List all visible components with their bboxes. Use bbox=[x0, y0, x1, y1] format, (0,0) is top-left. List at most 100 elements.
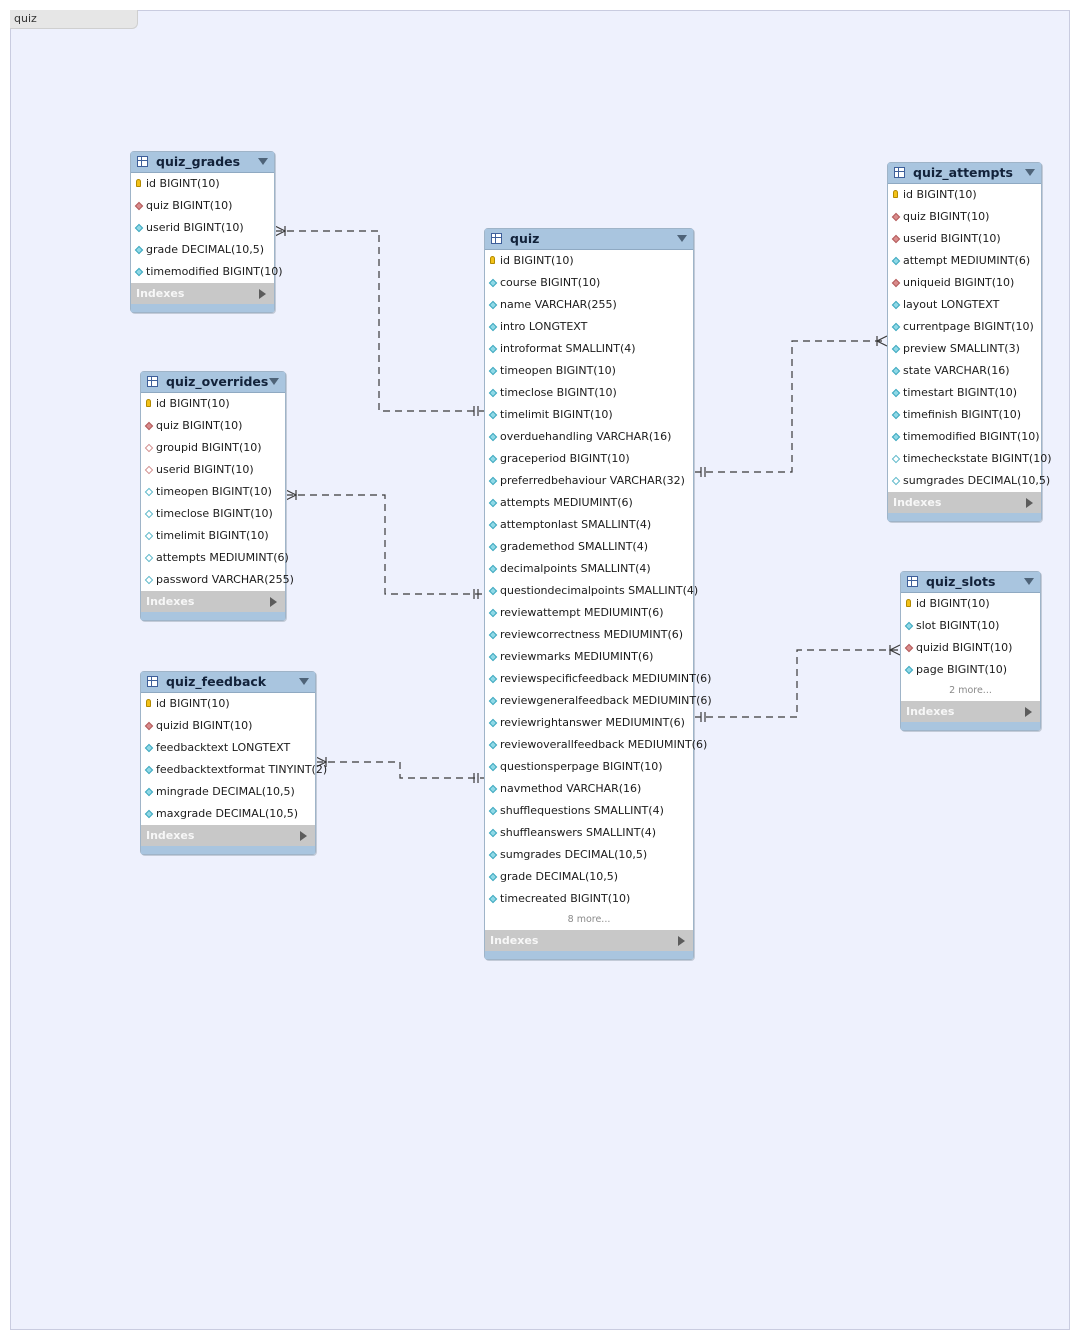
column-row[interactable]: feedbacktext LONGTEXT bbox=[141, 737, 315, 759]
collapse-caret-icon[interactable] bbox=[1024, 578, 1034, 585]
column-row[interactable]: course BIGINT(10) bbox=[485, 272, 693, 294]
column-row[interactable]: attempts MEDIUMINT(6) bbox=[141, 547, 289, 569]
column-row[interactable]: introformat SMALLINT(4) bbox=[485, 338, 693, 360]
column-row[interactable]: shuffleanswers SMALLINT(4) bbox=[485, 822, 693, 844]
column-row[interactable]: timeclose BIGINT(10) bbox=[141, 503, 285, 525]
table-header[interactable]: quiz_slots bbox=[901, 572, 1040, 593]
column-row[interactable]: timecreated BIGINT(10) bbox=[485, 888, 693, 910]
column-row[interactable]: attempt MEDIUMINT(6) bbox=[888, 250, 1041, 272]
column-row[interactable]: overduehandling VARCHAR(16) bbox=[485, 426, 693, 448]
column-row[interactable]: timeopen BIGINT(10) bbox=[485, 360, 693, 382]
column-row[interactable]: quiz BIGINT(10) bbox=[131, 195, 274, 217]
column-row[interactable]: reviewrightanswer MEDIUMINT(6) bbox=[485, 712, 693, 734]
column-row[interactable]: password VARCHAR(255) bbox=[141, 569, 294, 591]
column-row[interactable]: decimalpoints SMALLINT(4) bbox=[485, 558, 693, 580]
column-row[interactable]: attempts MEDIUMINT(6) bbox=[485, 492, 693, 514]
column-row[interactable]: reviewoverallfeedback MEDIUMINT(6) bbox=[485, 734, 707, 756]
expand-arrow-icon[interactable] bbox=[270, 597, 277, 607]
column-row[interactable]: preview SMALLINT(3) bbox=[888, 338, 1041, 360]
column-row[interactable]: intro LONGTEXT bbox=[485, 316, 693, 338]
table-header[interactable]: quiz_overrides bbox=[141, 372, 285, 393]
column-row[interactable]: grade DECIMAL(10,5) bbox=[131, 239, 274, 261]
column-row[interactable]: timeopen BIGINT(10) bbox=[141, 481, 285, 503]
column-row[interactable]: userid BIGINT(10) bbox=[141, 459, 285, 481]
collapse-caret-icon[interactable] bbox=[299, 678, 309, 685]
column-row[interactable]: maxgrade DECIMAL(10,5) bbox=[141, 803, 315, 825]
column-row[interactable]: reviewspecificfeedback MEDIUMINT(6) bbox=[485, 668, 711, 690]
column-row[interactable]: shufflequestions SMALLINT(4) bbox=[485, 800, 693, 822]
indexes-section[interactable]: Indexes bbox=[141, 591, 285, 612]
column-row[interactable]: uniqueid BIGINT(10) bbox=[888, 272, 1041, 294]
column-row[interactable]: sumgrades DECIMAL(10,5) bbox=[888, 470, 1050, 492]
column-row[interactable]: userid BIGINT(10) bbox=[888, 228, 1041, 250]
column-row[interactable]: id BIGINT(10) bbox=[901, 593, 1040, 615]
column-row[interactable]: currentpage BIGINT(10) bbox=[888, 316, 1041, 338]
column-row[interactable]: feedbacktextformat TINYINT(2) bbox=[141, 759, 327, 781]
collapse-caret-icon[interactable] bbox=[677, 235, 687, 242]
column-row[interactable]: timefinish BIGINT(10) bbox=[888, 404, 1041, 426]
column-row[interactable]: reviewgeneralfeedback MEDIUMINT(6) bbox=[485, 690, 712, 712]
expand-arrow-icon[interactable] bbox=[300, 831, 307, 841]
table-header[interactable]: quiz_feedback bbox=[141, 672, 315, 693]
expand-arrow-icon[interactable] bbox=[259, 289, 266, 299]
indexes-section[interactable]: Indexes bbox=[888, 492, 1041, 513]
column-row[interactable]: id BIGINT(10) bbox=[141, 693, 315, 715]
column-row[interactable]: id BIGINT(10) bbox=[141, 393, 285, 415]
table-header[interactable]: quiz bbox=[485, 229, 693, 250]
column-row[interactable]: reviewmarks MEDIUMINT(6) bbox=[485, 646, 693, 668]
column-row[interactable]: name VARCHAR(255) bbox=[485, 294, 693, 316]
column-row[interactable]: id BIGINT(10) bbox=[888, 184, 1041, 206]
column-row[interactable]: quiz BIGINT(10) bbox=[141, 415, 285, 437]
relationship-quiz_feedback-quiz[interactable] bbox=[315, 756, 484, 783]
column-row[interactable]: timemodified BIGINT(10) bbox=[131, 261, 283, 283]
indexes-section[interactable]: Indexes bbox=[485, 930, 693, 951]
column-row[interactable]: timelimit BIGINT(10) bbox=[141, 525, 285, 547]
expand-arrow-icon[interactable] bbox=[1026, 498, 1033, 508]
table-header[interactable]: quiz_grades bbox=[131, 152, 274, 173]
column-row[interactable]: quizid BIGINT(10) bbox=[901, 637, 1040, 659]
column-row[interactable]: mingrade DECIMAL(10,5) bbox=[141, 781, 315, 803]
column-row[interactable]: timemodified BIGINT(10) bbox=[888, 426, 1041, 448]
more-columns-link[interactable]: 2 more... bbox=[949, 685, 992, 696]
column-row[interactable]: reviewcorrectness MEDIUMINT(6) bbox=[485, 624, 693, 646]
column-row[interactable]: timestart BIGINT(10) bbox=[888, 382, 1041, 404]
relationship-quiz_overrides-quiz[interactable] bbox=[285, 489, 484, 599]
column-row[interactable]: layout LONGTEXT bbox=[888, 294, 1041, 316]
collapse-caret-icon[interactable] bbox=[258, 158, 268, 165]
column-row[interactable]: state VARCHAR(16) bbox=[888, 360, 1041, 382]
indexes-section[interactable]: Indexes bbox=[141, 825, 315, 846]
column-row[interactable]: graceperiod BIGINT(10) bbox=[485, 448, 693, 470]
column-row[interactable]: id BIGINT(10) bbox=[485, 250, 693, 272]
column-row[interactable]: preferredbehaviour VARCHAR(32) bbox=[485, 470, 693, 492]
expand-arrow-icon[interactable] bbox=[1025, 707, 1032, 717]
column-row[interactable]: groupid BIGINT(10) bbox=[141, 437, 285, 459]
column-row[interactable]: navmethod VARCHAR(16) bbox=[485, 778, 693, 800]
column-row[interactable]: sumgrades DECIMAL(10,5) bbox=[485, 844, 693, 866]
indexes-section[interactable]: Indexes bbox=[901, 701, 1040, 722]
expand-arrow-icon[interactable] bbox=[678, 936, 685, 946]
column-row[interactable]: reviewattempt MEDIUMINT(6) bbox=[485, 602, 693, 624]
column-row[interactable]: quiz BIGINT(10) bbox=[888, 206, 1041, 228]
column-row[interactable]: quizid BIGINT(10) bbox=[141, 715, 315, 737]
column-row[interactable]: page BIGINT(10) bbox=[901, 659, 1040, 681]
column-row[interactable]: timelimit BIGINT(10) bbox=[485, 404, 693, 426]
more-columns-link[interactable]: 8 more... bbox=[567, 914, 611, 925]
column-row[interactable]: grademethod SMALLINT(4) bbox=[485, 536, 693, 558]
column-row[interactable]: id BIGINT(10) bbox=[131, 173, 274, 195]
column-row[interactable]: questiondecimalpoints SMALLINT(4) bbox=[485, 580, 698, 602]
column-row[interactable]: questionsperpage BIGINT(10) bbox=[485, 756, 693, 778]
column-row[interactable]: userid BIGINT(10) bbox=[131, 217, 274, 239]
relationship-quiz_attempts-quiz[interactable] bbox=[694, 335, 888, 477]
column-row[interactable]: timeclose BIGINT(10) bbox=[485, 382, 693, 404]
column-row[interactable]: slot BIGINT(10) bbox=[901, 615, 1040, 637]
collapse-caret-icon[interactable] bbox=[269, 378, 279, 385]
relationship-quiz_slots-quiz[interactable] bbox=[694, 644, 901, 722]
relationship-quiz_grades-quiz[interactable] bbox=[274, 225, 484, 416]
column-row[interactable]: attemptonlast SMALLINT(4) bbox=[485, 514, 693, 536]
